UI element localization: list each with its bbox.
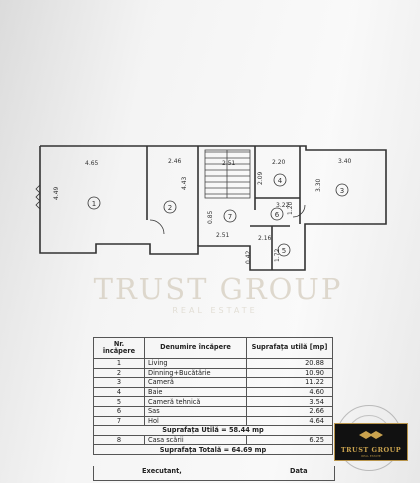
- room-marker: 6: [275, 211, 280, 219]
- dim-label: 3.22: [276, 202, 290, 209]
- cell-name: Cameră tehnică: [144, 396, 247, 407]
- room-marker: 4: [278, 177, 283, 185]
- room-area-table: Nr. încăpere Denumire încăpere Suprafața…: [93, 337, 333, 455]
- cell-area: 4.64: [246, 415, 333, 427]
- table-row: 3 Cameră 11.22: [93, 377, 333, 388]
- window-living: [35, 184, 41, 210]
- dim-label: 1.72: [274, 248, 281, 262]
- room-marker-circle: [270, 207, 284, 221]
- dim-label: 2.51: [222, 160, 236, 167]
- cell-nr: 8: [93, 434, 145, 446]
- floor-plan: 4.65 4.49 2.46 4.43 2.51 2.20 2.09 3.40 …: [35, 145, 387, 271]
- outer-wall: [39, 145, 387, 271]
- room-marker: 1: [92, 200, 96, 208]
- cell-name: Dinning+Bucătărie: [144, 367, 247, 379]
- door-swing-dining: [149, 219, 165, 235]
- room-marker-circle: [87, 196, 101, 210]
- cell-name: Casa scării: [144, 434, 247, 446]
- cell-name: Living: [144, 358, 247, 369]
- grand-total-row: Suprafața Totală = 64.69 mp: [93, 444, 333, 455]
- cell-nr: 7: [93, 415, 145, 427]
- room-marker-circle: [273, 173, 287, 187]
- room-marker: 7: [228, 213, 232, 221]
- trust-group-badge: TRUST GROUP REAL ESTATE: [334, 423, 408, 461]
- table-row: 5 Cameră tehnică 3.54: [93, 396, 333, 407]
- usable-total: Suprafața Utilă = 58.44 mp: [93, 425, 333, 436]
- badge-tagline: REAL ESTATE: [361, 454, 381, 458]
- staircase: [204, 149, 251, 199]
- dim-label: 4.49: [53, 186, 60, 200]
- room-marker-circle: [277, 243, 291, 257]
- cell-nr: 2: [93, 367, 145, 379]
- date-label: Data: [290, 467, 308, 475]
- table-row: 4 Baie 4.60: [93, 386, 333, 398]
- room-marker-circle: [335, 183, 349, 197]
- cell-area: 6.25: [246, 434, 333, 446]
- dim-label: 3.30: [315, 178, 322, 192]
- room-marker-circle: [223, 209, 237, 223]
- usable-total-row: Suprafața Utilă = 58.44 mp: [93, 425, 333, 436]
- table-row: 8 Casa scării 6.25: [93, 434, 333, 446]
- signature-row: Executant, Data: [93, 466, 335, 481]
- dim-label: 4.43: [181, 176, 188, 190]
- dim-label: 1.20: [287, 201, 294, 215]
- dim-label: 2.16: [258, 235, 272, 242]
- cell-area: 20.88: [246, 358, 333, 369]
- cell-area: 10.90: [246, 367, 333, 379]
- cell-nr: 5: [93, 396, 145, 407]
- door-swing: [292, 204, 306, 218]
- dim-label: 3.40: [338, 158, 352, 165]
- cell-name: Hol: [144, 415, 247, 427]
- table-row: 2 Dinning+Bucătărie 10.90: [93, 367, 333, 379]
- cell-name: Cameră: [144, 377, 247, 388]
- room-marker: 5: [282, 247, 286, 255]
- cell-area: 11.22: [246, 377, 333, 388]
- handshake-icon: [359, 431, 383, 439]
- table-row: 1 Living 20.88: [93, 358, 333, 369]
- grand-total: Suprafața Totală = 64.69 mp: [93, 444, 333, 455]
- cell-area: 4.60: [246, 386, 333, 398]
- cell-nr: 3: [93, 377, 145, 388]
- table-row: 6 Sas 2.66: [93, 405, 333, 417]
- header-nr: Nr. încăpere: [93, 337, 145, 359]
- cell-nr: 4: [93, 386, 145, 398]
- dim-label: 2.09: [257, 171, 264, 185]
- cell-nr: 1: [93, 358, 145, 369]
- cell-nr: 6: [93, 405, 145, 417]
- watermark-title: TRUST GROUP: [93, 272, 343, 306]
- table-header-row: Nr. încăpere Denumire încăpere Suprafața…: [93, 337, 333, 359]
- badge-title: TRUST GROUP: [340, 446, 402, 454]
- header-area: Suprafața utilă [mp]: [246, 337, 333, 359]
- executant-label: Executant,: [142, 467, 182, 475]
- dim-label: 4.65: [85, 160, 99, 167]
- watermark-subtitle: REAL ESTATE: [172, 306, 258, 315]
- header-name: Denumire încăpere: [144, 337, 247, 359]
- cell-name: Baie: [144, 386, 247, 398]
- dim-label: 0.42: [245, 250, 252, 264]
- dim-label: 0.85: [207, 210, 214, 224]
- cell-area: 3.54: [246, 396, 333, 407]
- room-marker: 2: [168, 204, 172, 212]
- room-marker-circle: [163, 200, 177, 214]
- cell-name: Sas: [144, 405, 247, 417]
- dim-label: 2.20: [272, 159, 286, 166]
- cell-area: 2.66: [246, 405, 333, 417]
- dim-label: 2.46: [168, 158, 182, 165]
- table-row: 7 Hol 4.64: [93, 415, 333, 427]
- room-marker: 3: [340, 187, 344, 195]
- dim-label: 2.51: [216, 232, 230, 239]
